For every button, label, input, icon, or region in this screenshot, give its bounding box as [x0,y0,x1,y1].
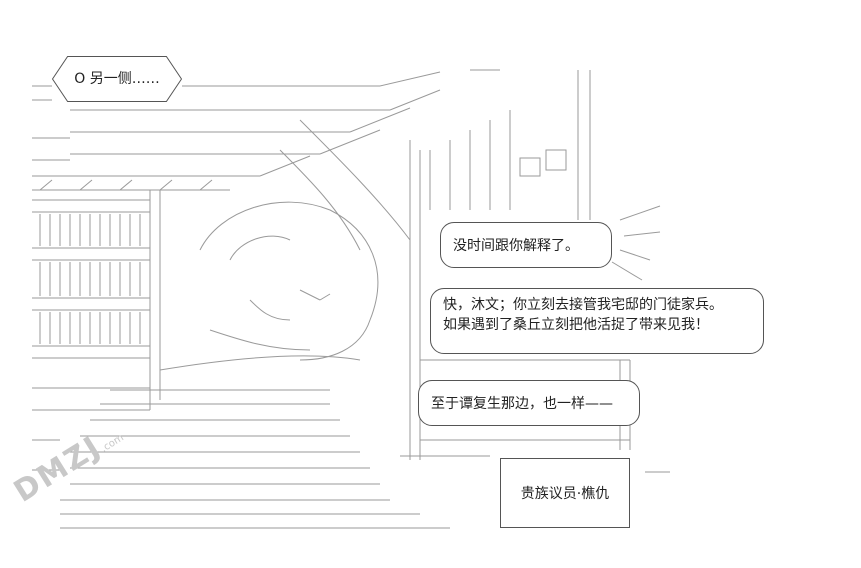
bubble-3-text: 至于谭复生那边，也一样—— [431,396,613,412]
speech-bubble-1: 没时间跟你解释了。 [440,222,612,268]
speaker-label: 贵族议员·樵仇 [520,486,610,502]
motion-lines [611,205,661,281]
scene-caption: O 另一侧…… [52,56,182,102]
speech-bubble-3: 至于谭复生那边，也一样—— [418,380,640,426]
left-shelves [32,190,161,411]
bubble-2-line-2: 如果遇到了桑丘立刻把他活捉了带来见我！ [443,317,709,333]
bubble-2-line-1: 快，沐文；你立刻去接管我宅邸的门徒家兵。 [443,297,723,313]
figure [159,119,411,371]
roof-rafters [32,71,441,191]
caption-text: O 另一侧…… [74,71,160,87]
robe [32,389,670,529]
speech-bubble-2: 快，沐文；你立刻去接管我宅邸的门徒家兵。 如果遇到了桑丘立刻把他活捉了带来见我！ [430,288,764,354]
bubble-1-text: 没时间跟你解释了。 [453,238,579,254]
speaker-nameplate: 贵族议员·樵仇 [500,458,630,528]
